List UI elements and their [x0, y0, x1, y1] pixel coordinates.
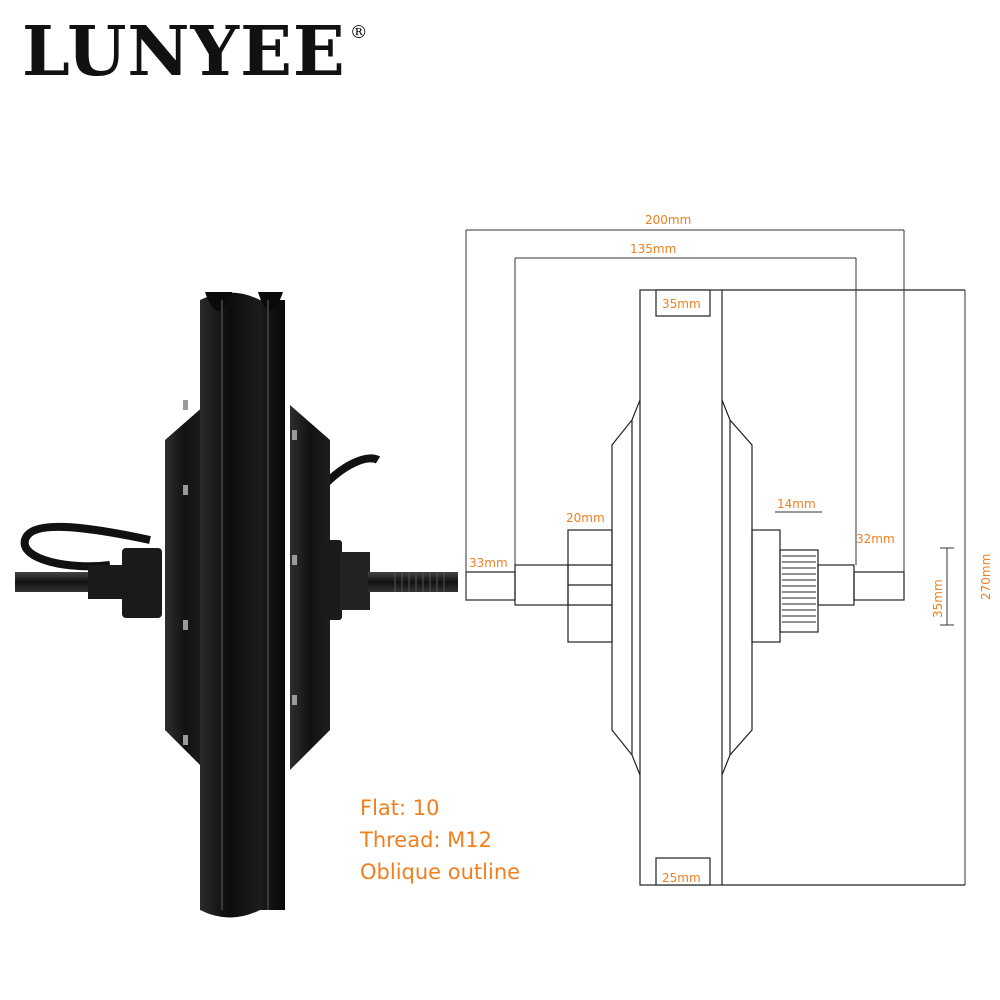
dim-rim-bottom: 25mm: [662, 871, 701, 885]
hub-casing-left: [165, 405, 205, 770]
spec-flat: Flat: 10: [360, 796, 440, 820]
dim-rim-top: 35mm: [662, 297, 701, 311]
hub-casing-right: [290, 405, 330, 770]
registered-mark: ®: [349, 22, 369, 43]
dim-left-spacer: 20mm: [566, 511, 605, 525]
brand-logo: LUNYEE®: [22, 18, 369, 86]
left-hub-outline: [611, 399, 641, 776]
dim-right-axle: 32mm: [856, 532, 895, 546]
right-axle: [368, 572, 458, 592]
dim-overall-width: 200mm: [645, 213, 691, 227]
brand-name: LUNYEE: [22, 12, 346, 92]
dim-inner-width: 135mm: [630, 242, 676, 256]
motor-cable: [20, 522, 151, 571]
spec-thread: Thread: M12: [360, 828, 493, 852]
rim-outline: [639, 289, 723, 886]
dim-right-nut: 14mm: [777, 497, 816, 511]
dim-axle-height: 35mm: [931, 579, 945, 618]
dim-diameter: 270mm: [979, 554, 993, 600]
spec-outline: Oblique outline: [360, 860, 521, 884]
right-hub-outline: [721, 399, 753, 776]
dim-left-axle: 33mm: [469, 556, 508, 570]
